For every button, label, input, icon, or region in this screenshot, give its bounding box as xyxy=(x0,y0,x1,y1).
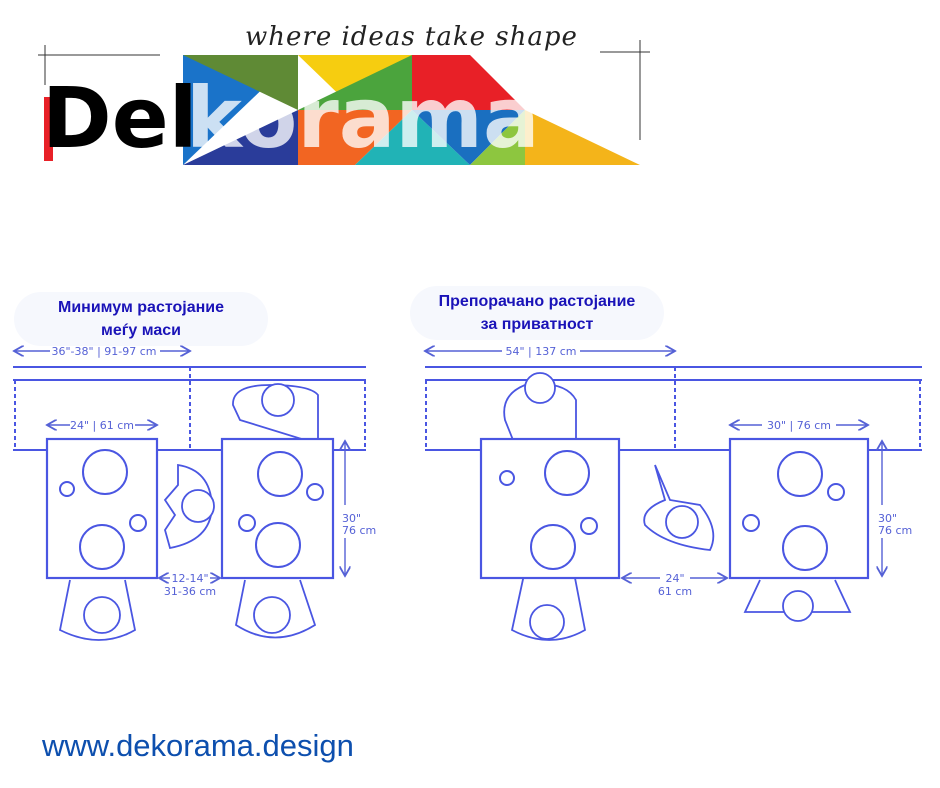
right-person-bottom-right xyxy=(743,579,852,622)
left-heading-line2: меѓу маси xyxy=(101,322,181,339)
right-person-middle xyxy=(643,464,715,551)
glass xyxy=(499,470,515,486)
right-heading-line2: за приватност xyxy=(480,316,594,333)
left-depth-cm-label: 76 cm xyxy=(342,524,376,537)
left-gap-in-label: 12-14" xyxy=(171,572,208,585)
right-heading: Препорачано растојание за приватност xyxy=(410,286,664,340)
left-depth-in-label: 30" xyxy=(342,512,361,525)
left-person-bottom-right xyxy=(234,579,317,639)
plate xyxy=(257,451,303,497)
right-gap-in-label: 24" xyxy=(665,572,684,585)
right-depth-cm-label: 76 cm xyxy=(878,524,912,537)
left-gap-cm-label: 31-36 cm xyxy=(164,585,216,598)
right-bench xyxy=(425,366,922,451)
glass xyxy=(580,517,598,535)
left-table-1 xyxy=(45,437,159,580)
right-person-bottom-left xyxy=(510,569,587,641)
plate xyxy=(777,451,823,497)
right-heading-line1: Препорачано растојание xyxy=(438,293,636,310)
left-heading: Минимум растојание меѓу маси xyxy=(14,292,268,346)
plate xyxy=(79,524,125,570)
left-table-width-label: 24" | 61 cm xyxy=(70,419,134,432)
logo-text: Del xyxy=(42,69,198,167)
left-table-2 xyxy=(220,437,335,580)
left-bench-width-label: 36"-38" | 91-97 cm xyxy=(51,345,156,358)
glass xyxy=(742,514,760,532)
logo-tagline: where ideas take shape xyxy=(245,22,578,52)
plate xyxy=(82,449,128,495)
right-table-1 xyxy=(479,437,621,580)
left-heading-line1: Минимум растојание xyxy=(58,299,224,316)
right-table-width-label: 30" | 76 cm xyxy=(767,419,831,432)
plate xyxy=(530,524,576,570)
plate xyxy=(544,450,590,496)
glass xyxy=(129,514,147,532)
left-person-middle xyxy=(163,463,215,550)
right-depth-in-label: 30" xyxy=(878,512,897,525)
right-gap-cm-label: 61 cm xyxy=(658,585,692,598)
glass xyxy=(306,483,324,501)
glass xyxy=(59,481,75,497)
plate xyxy=(255,522,301,568)
right-table-2 xyxy=(728,437,870,580)
glass xyxy=(238,514,256,532)
website-link[interactable]: www.dekorama.design xyxy=(42,728,354,763)
glass xyxy=(827,483,845,501)
logo-text-overlay: korama xyxy=(186,69,540,167)
plate xyxy=(782,525,828,571)
right-bench-width-label: 54" | 137 cm xyxy=(505,345,576,358)
left-person-bottom-left xyxy=(58,579,137,641)
